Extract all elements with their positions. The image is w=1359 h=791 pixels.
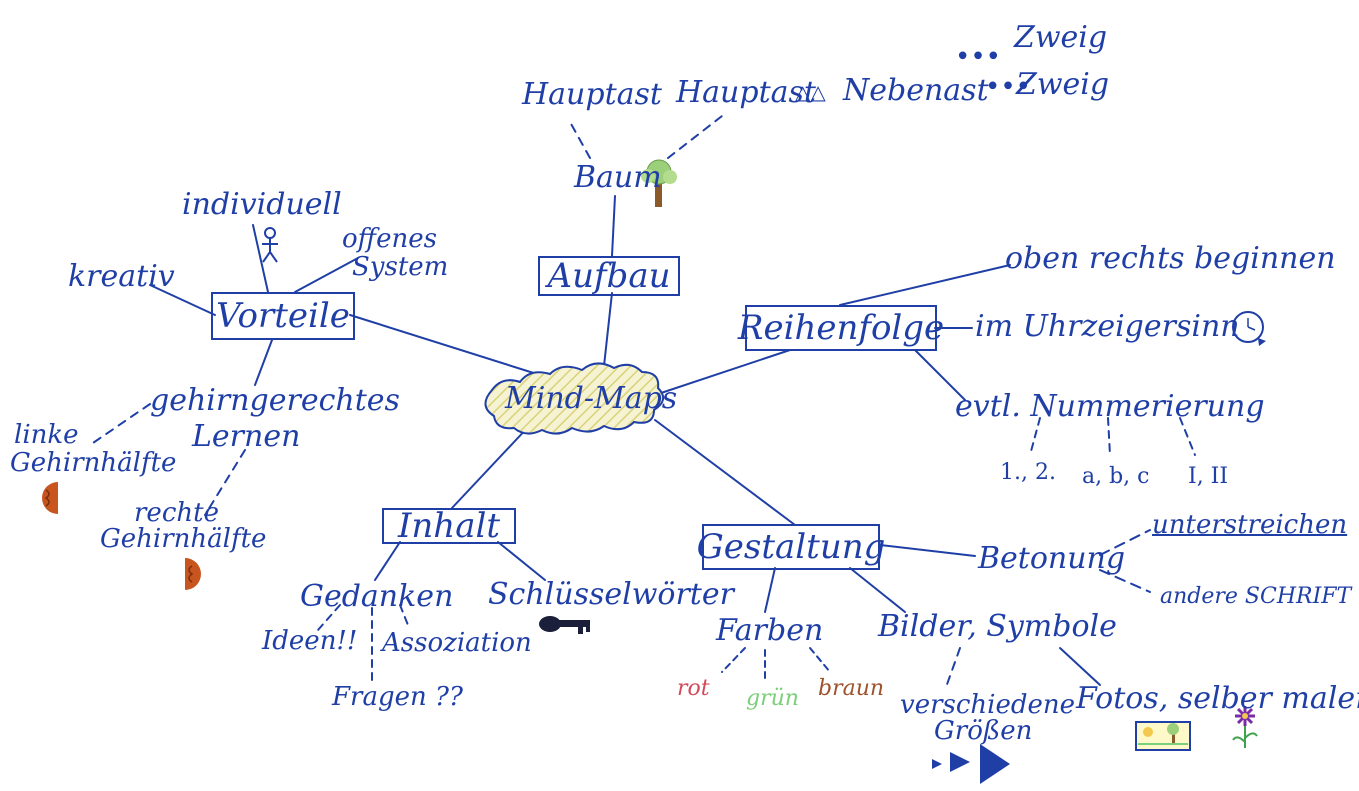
label-rot: rot	[677, 676, 710, 701]
edge-center-reihenfolge	[654, 349, 791, 396]
label-farben: Farben	[716, 613, 824, 648]
label-offenes: offenes	[342, 224, 437, 254]
edge-bilder-verschiedene	[944, 647, 961, 691]
center-label: Mind-Maps	[505, 381, 678, 416]
edge-center-vorteile	[349, 314, 541, 376]
edge-num-n2	[1107, 417, 1111, 456]
edge-farben-braun	[809, 647, 831, 673]
label-n2: a, b, c	[1082, 464, 1150, 489]
label-rechte: rechte	[134, 498, 219, 528]
edge-gehirn-rechte	[204, 449, 246, 516]
edge-baum-hauptast1	[569, 121, 591, 159]
edge-inhalt-gedanken	[374, 541, 401, 581]
edge-reihenfolge-nummerierung	[914, 349, 966, 401]
label-linke-gehirnhaelfte: Gehirnhälfte	[10, 448, 177, 478]
label-baum: Baum	[574, 160, 662, 195]
dots-zweig-1: •••	[955, 42, 1002, 72]
label-linke: linke	[14, 420, 79, 450]
label-n1: 1., 2.	[1000, 460, 1056, 485]
label-schluesselwoerter: Schlüsselwörter	[488, 577, 734, 612]
edge-reihenfolge-oben	[839, 264, 1011, 306]
node-inhalt: Inhalt	[382, 506, 516, 546]
tree-icon	[641, 159, 677, 207]
edge-gestaltung-betonung	[879, 544, 976, 557]
label-oben-rechts: oben rechts beginnen	[1005, 241, 1336, 276]
key-icon	[539, 616, 590, 634]
label-rechte-gehirnhaelfte: Gehirnhälfte	[100, 524, 267, 554]
node-gestaltung: Gestaltung	[697, 524, 885, 570]
label-lernen: Lernen	[192, 419, 301, 454]
label-gruen: grün	[746, 686, 799, 711]
label-uhrzeigersinn: im Uhrzeigersinn	[975, 309, 1240, 344]
edge-baum-hauptast2	[667, 115, 723, 159]
label-hauptast-2: Hauptast	[676, 75, 816, 110]
label-gehirngerechtes: gehirngerechtes	[150, 383, 400, 418]
edge-gedanken-assoziation	[399, 604, 409, 626]
label-andere-schrift: andere SCHRIFT	[1160, 584, 1352, 609]
right-brain-icon	[185, 558, 201, 590]
edge-vorteile-kreativ	[149, 284, 216, 316]
label-gedanken: Gedanken	[300, 579, 454, 614]
edge-vorteile-offenes	[294, 257, 359, 293]
node-aufbau: Aufbau	[538, 256, 680, 296]
label-zweig-1: Zweig	[1014, 20, 1108, 55]
edge-inhalt-schluessel	[497, 541, 546, 581]
edge-center-gestaltung	[654, 419, 796, 526]
edge-center-aufbau	[602, 292, 613, 376]
label-bilder-symbole: Bilder, Symbole	[878, 609, 1117, 644]
label-fragen: Fragen ??	[332, 682, 463, 712]
edge-gehirn-linke	[89, 403, 151, 446]
label-verschiedene: verschiedene	[900, 690, 1076, 720]
label-unterstreichen: unterstreichen	[1152, 510, 1348, 540]
label-n3: I, II	[1188, 464, 1229, 489]
label-zweig-2: Zweig	[1016, 67, 1110, 102]
node-reihenfolge: Reihenfolge	[738, 305, 944, 351]
label-system: System	[352, 252, 449, 282]
edge-vorteile-individuell	[252, 224, 269, 293]
person-icon	[262, 227, 278, 263]
label-fotos: Fotos, selber malen	[1076, 681, 1359, 716]
photo-icon	[1135, 721, 1191, 751]
node-vorteile: Vorteile	[211, 292, 355, 340]
label-hauptast-1: Hauptast	[522, 77, 662, 112]
triangles-icon	[932, 744, 1010, 784]
edge-num-n1	[1029, 417, 1041, 456]
flower-icon	[1232, 706, 1258, 748]
left-brain-icon	[42, 482, 58, 514]
dots-zweig-2: •••	[985, 72, 1032, 102]
label-braun: braun	[818, 676, 885, 701]
label-assoziation: Assoziation	[382, 628, 532, 658]
center-cloud	[484, 362, 665, 435]
label-individuell: individuell	[182, 187, 342, 222]
label-betonung: Betonung	[978, 541, 1126, 576]
label-triangles: △△	[795, 80, 826, 104]
edge-gestaltung-bilder	[849, 567, 906, 613]
edge-farben-rot	[721, 647, 746, 673]
edge-gedanken-ideen	[317, 604, 341, 631]
label-ideen: Ideen!!	[262, 626, 358, 656]
label-kreativ: kreativ	[68, 259, 175, 294]
label-nummerierung: evtl. Nummerierung	[955, 389, 1265, 424]
edge-betonung-andere	[1099, 569, 1151, 593]
edge-center-inhalt	[451, 424, 531, 509]
clock-icon	[1232, 311, 1266, 346]
edge-betonung-unterstreichen	[1099, 529, 1151, 556]
label-nebenast: Nebenast	[843, 73, 989, 108]
edge-aufbau-baum	[611, 195, 616, 257]
edge-num-n3	[1179, 417, 1196, 456]
edge-gestaltung-farben	[764, 567, 776, 613]
edge-vorteile-gehirngerecht	[254, 339, 273, 386]
label-groessen: Größen	[934, 716, 1033, 746]
edge-bilder-fotos	[1059, 647, 1101, 686]
